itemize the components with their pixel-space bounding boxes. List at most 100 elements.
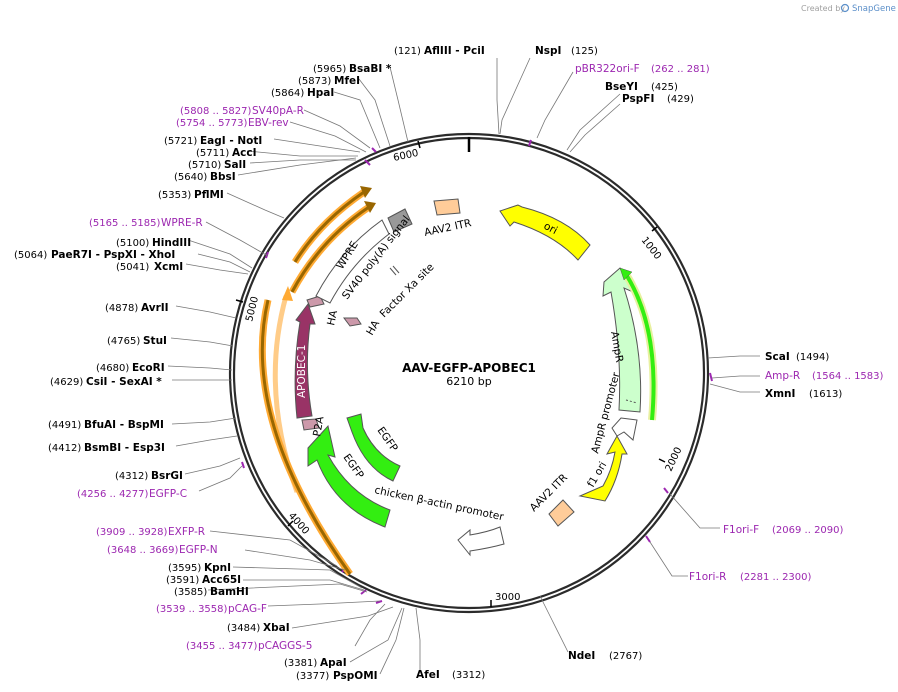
leader-lines xyxy=(167,57,760,675)
pos-label: (4312) xyxy=(115,471,148,482)
enzyme-label-kpni[interactable]: KpnI xyxy=(204,562,231,574)
ampr-arc-head xyxy=(619,267,633,281)
pos-label: (3312) xyxy=(452,670,485,681)
ha1-feature[interactable]: HA xyxy=(306,295,340,327)
primer-label-sv40pa-r[interactable]: SV40pA-R xyxy=(252,105,304,117)
pos-label: (3377) xyxy=(296,671,329,682)
enzyme-label-acc65i[interactable]: Acc65I xyxy=(202,574,241,586)
enzyme-label-bbsi[interactable]: BbsI xyxy=(210,171,236,183)
pos-label: (1613) xyxy=(809,389,842,400)
apobec1-feature[interactable]: APOBEC-1 xyxy=(294,302,316,419)
primer-label-pcag-f[interactable]: pCAG-F xyxy=(228,603,267,615)
enzyme-label-stui[interactable]: StuI xyxy=(143,335,167,347)
pos-label: (4629) xyxy=(50,377,83,388)
pos-label: (3595) xyxy=(168,563,201,574)
enzyme-label-mfei[interactable]: MfeI xyxy=(334,75,360,87)
enzyme-label-bamhi[interactable]: BamHI xyxy=(210,586,249,598)
enzyme-label-pspfi[interactable]: PspFI xyxy=(622,93,654,105)
primer-label-egfp-c[interactable]: EGFP-C xyxy=(149,488,187,500)
enzyme-label-csii[interactable]: CsiI - SexAI * xyxy=(86,376,162,388)
enzyme-label-xmni[interactable]: XmnI xyxy=(765,388,795,400)
primer-label-f1ori-r[interactable]: F1ori-R xyxy=(689,571,726,583)
pos-label: (429) xyxy=(667,94,694,105)
orange-track-2-head xyxy=(364,201,376,213)
enzyme-label-scai[interactable]: ScaI xyxy=(765,351,790,363)
primer-range: (3909 .. 3928) xyxy=(96,527,168,538)
orange-track-2 xyxy=(290,205,370,293)
primer-range: (3539 .. 3558) xyxy=(156,604,228,615)
pos-label: (3585) xyxy=(174,587,207,598)
svg-text:EGFP: EGFP xyxy=(341,452,366,481)
svg-text:AAV2 ITR: AAV2 ITR xyxy=(423,217,472,239)
pos-label: (2767) xyxy=(609,651,642,662)
primer-label-egfp-n[interactable]: EGFP-N xyxy=(179,544,218,556)
orange-track-1-head xyxy=(360,186,372,198)
svg-text:AmpR: AmpR xyxy=(608,330,625,363)
primer-label-exfp-r[interactable]: EXFP-R xyxy=(168,526,205,538)
primer-label-amp-r[interactable]: Amp-R xyxy=(765,370,800,382)
primer-range: (262 .. 281) xyxy=(651,64,710,75)
enzyme-label-hpai[interactable]: HpaI xyxy=(307,87,334,99)
pos-label: (5640) xyxy=(174,172,207,183)
pos-label: (5965) xyxy=(313,64,346,75)
enzyme-label-afliii[interactable]: AflIII - PciI xyxy=(424,45,485,57)
enzyme-label-bseyi[interactable]: BseYI xyxy=(605,81,638,93)
tick-1000: 1000 xyxy=(639,226,663,262)
primer-label-pcaggs-5[interactable]: pCAGGS-5 xyxy=(258,640,312,652)
primer-label-wpre-r[interactable]: WPRE-R xyxy=(161,217,203,229)
credit-prefix: Created by xyxy=(801,4,845,13)
enzyme-label-ndei[interactable]: NdeI xyxy=(568,650,595,662)
backbone-outer xyxy=(228,132,710,614)
ha2-feature[interactable]: HA xyxy=(343,317,383,338)
factor-xa-feature[interactable]: Factor Xa site xyxy=(378,261,437,320)
enzyme-label-avrii[interactable]: AvrII xyxy=(141,302,169,314)
enzyme-label-ecori[interactable]: EcoRI xyxy=(132,362,165,374)
aav2-itr-right-feature[interactable]: AAV2 ITR xyxy=(528,472,575,527)
primer-label-f1ori-f[interactable]: F1ori-F xyxy=(723,524,759,536)
enzyme-label-afei[interactable]: AfeI xyxy=(416,669,440,681)
svg-text:6000: 6000 xyxy=(392,148,419,164)
enzyme-label-sali[interactable]: SalI xyxy=(224,159,246,171)
tick-2000: 2000 xyxy=(658,446,685,474)
pos-label: (121) xyxy=(394,46,421,57)
plasmid-name: AAV-EGFP-APOBEC1 xyxy=(402,361,536,375)
ampr-primer-arc xyxy=(625,274,656,421)
enzyme-label-pspomi[interactable]: PspOMI xyxy=(333,670,378,682)
ampr-feature[interactable]: AmpR xyxy=(602,267,642,413)
enzyme-label-apai[interactable]: ApaI xyxy=(320,657,347,669)
enzyme-label-paer7i[interactable]: PaeR7I - PspXI - XhoI xyxy=(51,249,175,261)
pos-label: (5710) xyxy=(188,160,221,171)
primer-range: (2069 .. 2090) xyxy=(772,525,844,536)
primer-range: (5754 .. 5773) xyxy=(176,118,248,129)
enzyme-label-bfuai[interactable]: BfuAI - BspMI xyxy=(84,419,164,431)
ori-feature[interactable]: ori xyxy=(499,204,591,261)
enzyme-label-acci[interactable]: AccI xyxy=(232,147,256,159)
svg-text:2000: 2000 xyxy=(664,446,685,474)
enzyme-label-bsmbi[interactable]: BsmBI - Esp3I xyxy=(84,442,165,454)
primer-label-ebv-rev[interactable]: EBV-rev xyxy=(248,117,289,129)
svg-text:chicken β-actin promoter: chicken β-actin promoter xyxy=(373,484,505,523)
pos-label: (125) xyxy=(571,46,598,57)
tick-4000: 4000 xyxy=(286,511,311,537)
pos-label: (4765) xyxy=(107,336,140,347)
enzyme-label-bsabi[interactable]: BsaBI * xyxy=(349,63,392,75)
aav2-itr-left-feature[interactable]: AAV2 ITR xyxy=(423,198,473,239)
enzyme-label-hindiii[interactable]: HindIII xyxy=(152,237,191,249)
egfp-outer-feature[interactable]: EGFP xyxy=(307,424,391,528)
p2a-feature[interactable]: P2A xyxy=(301,415,327,438)
enzyme-label-xcmi[interactable]: XcmI xyxy=(154,261,183,273)
enzyme-label-bsrgi[interactable]: BsrGI xyxy=(151,470,183,482)
enzyme-label-nspi[interactable]: NspI xyxy=(535,45,561,57)
pos-label: (3381) xyxy=(284,658,317,669)
pos-label: (5064) xyxy=(14,250,47,261)
enzyme-label-eagi[interactable]: EagI - NotI xyxy=(200,135,262,147)
tick-3000: 3000 xyxy=(490,592,520,607)
enzyme-label-xbai[interactable]: XbaI xyxy=(263,622,290,634)
primer-range: (3455 .. 3477) xyxy=(186,641,258,652)
svg-text:1000: 1000 xyxy=(639,235,663,262)
enzyme-label-pflmi[interactable]: PflMI xyxy=(194,189,224,201)
primer-label-pbr322ori-f[interactable]: pBR322ori-F xyxy=(575,63,640,75)
chicken-promoter-feature[interactable]: chicken β-actin promoter xyxy=(373,484,505,557)
f1-ori-feature[interactable]: f1 ori xyxy=(578,434,628,502)
